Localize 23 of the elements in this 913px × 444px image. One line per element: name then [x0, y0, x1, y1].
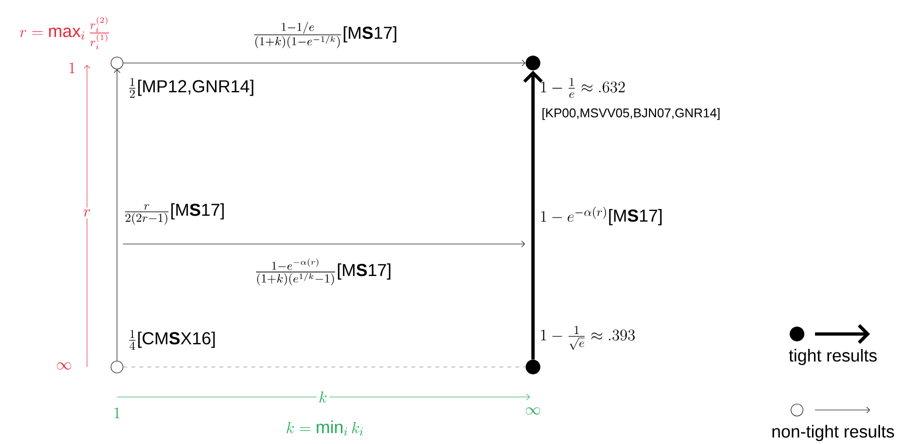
- result-label: $1-\frac{1}{\sqrt{e}}\approx .393$: [541, 326, 635, 350]
- arrow: [114, 69, 120, 361]
- axis-tick-label: $1$: [70, 62, 75, 74]
- axis-label: $k$: [320, 391, 327, 403]
- arrow-label: $\frac{r}{2(2r-1)}\text{[M\textbf{S}17]}$: [124, 203, 224, 225]
- result-label: $\frac{1}{2}\text{[MP12,GNR14]}$: [129, 78, 254, 98]
- result-label: $1-\frac{1}{e}\approx .632$: [541, 78, 625, 98]
- axis-title: $k = \min_i k_i$: [286, 420, 363, 436]
- open-circle: [110, 360, 124, 374]
- axis-tick-label: $1$: [114, 408, 120, 418]
- filled-dot: [526, 360, 540, 374]
- filled-dot: [526, 56, 540, 70]
- legend-text: non-tight results: [772, 424, 894, 442]
- arrow-label: $\frac{1-e^{-\alpha(r)}}{(1+k)(e^{1/k}-1)}\text{[M\textbf{S}17]}$: [256, 258, 390, 286]
- edge-label: $1-e^{-\alpha(r)}\text{[M\textbf{S}17]}$: [541, 206, 662, 226]
- arrow: [123, 60, 526, 66]
- legend-text: tight results: [788, 348, 877, 366]
- open-circle: [110, 56, 124, 70]
- edge-label: $\frac{1-1/e}{(1+k)(1-e^{-1/k})}\text{[M\textbf{S}17]}$: [254, 22, 396, 48]
- result-label: $\frac{1}{4}\text{[CM\textbf{S}X16]}$: [129, 330, 215, 350]
- result-label: [KP00,MSVV05,BJN07,GNR14]: [542, 108, 720, 120]
- axis-label: $r$: [84, 209, 90, 217]
- arrow: [523, 70, 543, 360]
